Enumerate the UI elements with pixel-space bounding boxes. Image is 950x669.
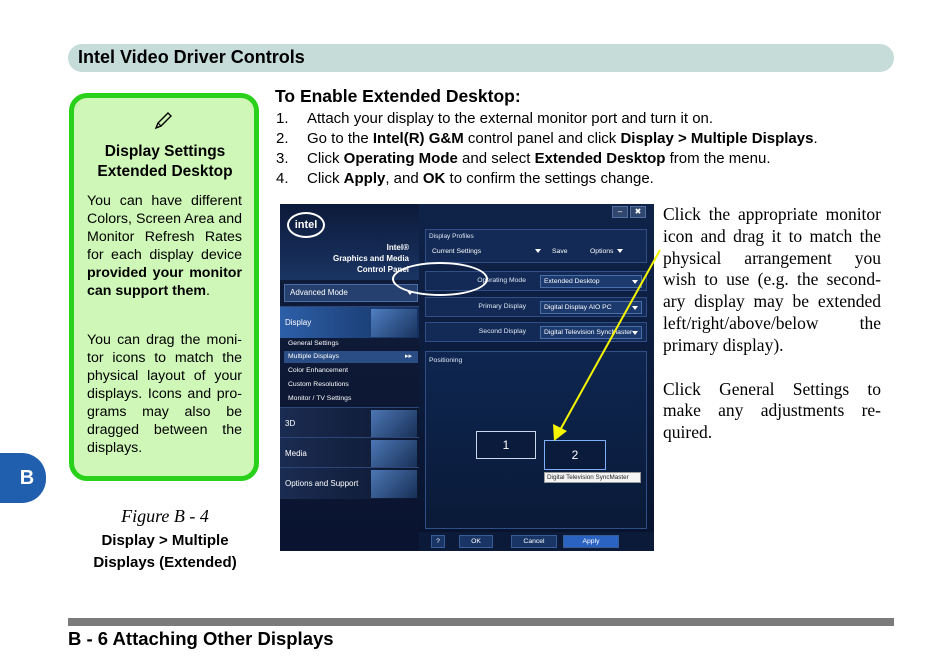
- step-1: 1.Attach your display to the external mo…: [276, 110, 714, 127]
- side-description: Click the appropriate monitor icon and d…: [663, 204, 881, 443]
- operating-mode-select[interactable]: Extended Desktop: [540, 275, 642, 288]
- subitem-general-settings[interactable]: General Settings: [288, 340, 339, 347]
- display-thumbnail-icon: [371, 309, 417, 337]
- chevron-down-icon: [617, 249, 624, 254]
- positioning-panel: Positioning 1 2 Digital Television SyncM…: [425, 351, 647, 529]
- second-display-select[interactable]: Digital Television SyncMaster: [540, 326, 642, 339]
- minimize-icon[interactable]: –: [612, 206, 628, 218]
- section-display[interactable]: Display: [280, 306, 419, 338]
- section-options-support[interactable]: Options and Support: [280, 467, 419, 499]
- intel-logo: intel: [287, 212, 325, 238]
- header-bar: [68, 44, 894, 72]
- close-icon[interactable]: ✖: [630, 206, 646, 218]
- options-menu[interactable]: Options: [590, 246, 624, 258]
- footer-text: B - 6 Attaching Other Displays: [68, 628, 334, 649]
- note-paragraph-1: You can have different Colors, Screen Ar…: [87, 193, 242, 299]
- subitem-monitor-tv-settings[interactable]: Monitor / TV Settings: [288, 395, 352, 402]
- current-settings-select[interactable]: Current Settings: [432, 246, 542, 258]
- 3d-thumbnail-icon: [371, 410, 417, 438]
- apply-button[interactable]: Apply: [563, 535, 619, 548]
- chevron-down-icon: [632, 306, 638, 310]
- logo-area: intel Intel® Graphics and Media Control …: [280, 204, 419, 280]
- bottom-bar: ? OK Cancel Apply: [419, 532, 654, 551]
- subitem-custom-resolutions[interactable]: Custom Resolutions: [288, 381, 349, 388]
- steps-title: To Enable Extended Desktop:: [275, 86, 521, 106]
- step-3: 3.Click Operating Mode and select Extend…: [276, 150, 771, 167]
- left-panel: intel Intel® Graphics and Media Control …: [280, 204, 419, 551]
- save-button[interactable]: Save: [552, 248, 568, 255]
- figure-caption: Display > Multiple Displays (Extended): [93, 532, 237, 571]
- media-thumbnail-icon: [371, 440, 417, 468]
- display-profiles: Display Profiles Current Settings Save O…: [425, 229, 647, 263]
- chapter-tab: B: [0, 453, 46, 503]
- ok-button[interactable]: OK: [459, 535, 493, 548]
- pencil-icon: [154, 112, 172, 130]
- page-title: Intel Video Driver Controls: [78, 47, 305, 67]
- control-panel-screenshot: intel Intel® Graphics and Media Control …: [280, 204, 654, 551]
- options-thumbnail-icon: [371, 470, 417, 498]
- step-2: 2.Go to the Intel(R) G&M control panel a…: [276, 130, 818, 147]
- highlight-oval: [392, 262, 488, 296]
- subitem-color-enhancement[interactable]: Color Enhancement: [288, 367, 349, 374]
- monitor-1-icon[interactable]: 1: [476, 431, 536, 459]
- double-arrow-icon: ▸▸: [404, 353, 412, 360]
- note-box: [69, 93, 259, 481]
- subitem-multiple-displays[interactable]: Multiple Displays▸▸: [284, 351, 418, 363]
- monitor-tooltip: Digital Television SyncMaster: [544, 472, 641, 483]
- second-display-row: Second Display Digital Television SyncMa…: [425, 322, 647, 342]
- primary-display-row: Primary Display Digital Display AIO PC: [425, 297, 647, 317]
- app-title: Intel® Graphics and Media Control Panel: [332, 243, 409, 274]
- step-4: 4.Click Apply, and OK to confirm the set…: [276, 170, 654, 187]
- window-controls: –✖: [610, 206, 646, 218]
- note-title: Display Settings Extended Desktop: [97, 143, 233, 180]
- primary-display-select[interactable]: Digital Display AIO PC: [540, 301, 642, 314]
- footer-bar: [68, 618, 894, 626]
- help-button[interactable]: ?: [431, 535, 445, 548]
- chevron-down-icon: [535, 249, 542, 254]
- figure-label: Figure B - 4: [121, 506, 209, 526]
- mode-select[interactable]: Advanced Mode: [284, 284, 418, 302]
- cancel-button[interactable]: Cancel: [511, 535, 557, 548]
- section-3d[interactable]: 3D: [280, 407, 419, 439]
- chevron-down-icon: [632, 331, 638, 335]
- section-media[interactable]: Media: [280, 437, 419, 469]
- right-panel: –✖ Display Profiles Current Settings Sav…: [419, 204, 654, 551]
- monitor-2-icon[interactable]: 2: [544, 440, 606, 470]
- steps-list: 1.Attach your display to the external mo…: [276, 109, 818, 189]
- chevron-down-icon: [407, 291, 413, 295]
- chevron-down-icon: [632, 280, 638, 284]
- note-paragraph-2: You can drag the moni-tor icons to match…: [87, 332, 242, 456]
